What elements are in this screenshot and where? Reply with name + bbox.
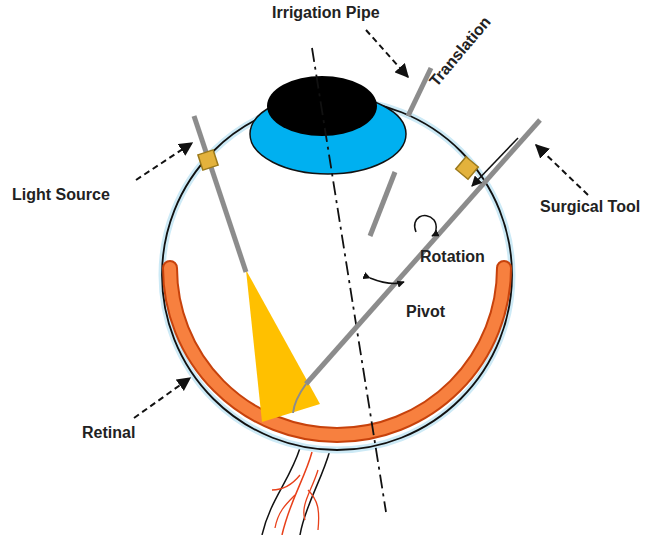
light-cone — [246, 270, 320, 422]
leader-line — [366, 30, 408, 77]
tool-tip — [293, 384, 306, 413]
trocar-cube — [456, 157, 479, 180]
pivot-arrow — [370, 278, 404, 284]
part-label: Irrigation Pipe — [272, 4, 380, 22]
leader-line — [134, 378, 190, 418]
axis-spacer — [318, 100, 330, 180]
motion-label: Rotation — [420, 248, 485, 266]
irrigation-pipe — [370, 172, 395, 236]
translation-arrow — [472, 138, 518, 186]
part-label: Light Source — [12, 186, 110, 204]
trocar-cube — [198, 150, 218, 170]
leader-line — [536, 145, 588, 195]
surgical-tool-shaft — [306, 120, 540, 384]
light-source-rod — [194, 116, 246, 272]
motion-label: Translation — [426, 13, 495, 90]
part-label: Surgical Tool — [540, 198, 640, 216]
optic-nerve — [262, 448, 330, 535]
part-label: Retinal — [82, 424, 135, 442]
leader-line — [136, 143, 192, 180]
motion-label: Pivot — [406, 303, 445, 321]
rotation-arrow — [415, 216, 437, 236]
